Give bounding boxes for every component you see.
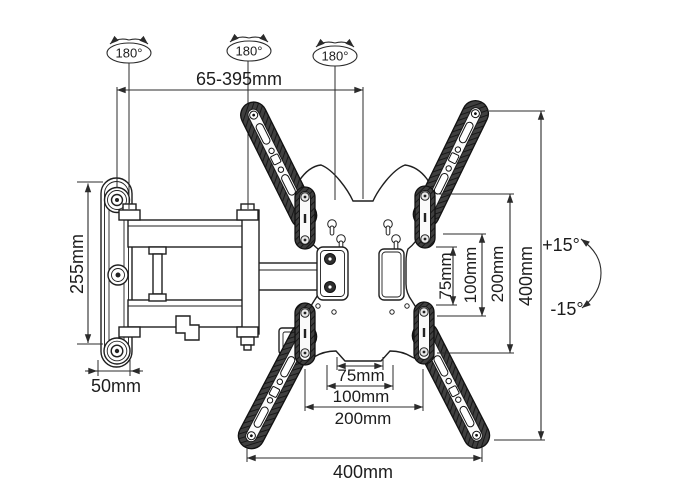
swivel-angle-label-3: 180° bbox=[322, 49, 349, 64]
overall-height-label: 400mm bbox=[516, 246, 536, 306]
tilt-bracket bbox=[316, 246, 349, 301]
swivel-angle-label-2: 180° bbox=[236, 44, 263, 59]
wall-plate-height-label: 255mm bbox=[67, 234, 87, 294]
cable-hook bbox=[175, 315, 200, 341]
plate-window bbox=[378, 248, 405, 301]
vesa-width-100-label: 100mm bbox=[333, 387, 390, 406]
tilt-range-arc bbox=[580, 238, 602, 309]
wall-plate-height-dimension bbox=[77, 181, 103, 345]
vesa-plate bbox=[278, 164, 437, 362]
vesa-width-dimensions bbox=[246, 357, 483, 462]
pivot-housing-lower-left bbox=[294, 302, 316, 366]
overall-width-label: 400mm bbox=[333, 462, 393, 482]
vesa-height-200-label: 200mm bbox=[488, 246, 507, 303]
extension-range-dimension bbox=[116, 86, 364, 199]
pivot-housing-upper-right bbox=[414, 185, 436, 249]
dimension-labels: 180° 180° 180° 65-395mm 255mm 50mm 75mm … bbox=[67, 44, 584, 483]
pivot-housing-lower-right bbox=[413, 301, 435, 365]
vesa-height-75-label: 75mm bbox=[436, 252, 455, 299]
dimension-annotations bbox=[77, 33, 602, 462]
small-holes bbox=[315, 303, 410, 315]
vesa-width-200-label: 200mm bbox=[335, 409, 392, 428]
wall-plate-width-dimension bbox=[85, 360, 143, 376]
rotation-indicator-elbow bbox=[226, 33, 272, 62]
vesa-height-dimensions bbox=[436, 110, 545, 441]
swivel-angle-label-1: 180° bbox=[116, 46, 143, 61]
pivot-housing-upper-left bbox=[294, 186, 316, 250]
rotation-indicator-plate bbox=[312, 38, 358, 67]
wall-plate-width-label: 50mm bbox=[91, 376, 141, 396]
arm-pivot-housings bbox=[294, 185, 436, 366]
vesa-width-75-label: 75mm bbox=[337, 366, 384, 385]
articulating-arm bbox=[118, 203, 323, 351]
wall-plate bbox=[100, 177, 133, 368]
extension-range-label: 65-395mm bbox=[196, 69, 282, 89]
tilt-down-label: -15° bbox=[550, 299, 583, 319]
wall-plate-bottom-pivot bbox=[103, 337, 131, 365]
tilt-up-label: +15° bbox=[542, 235, 580, 255]
vesa-height-100-label: 100mm bbox=[461, 247, 480, 304]
wall-plate-middle-screw bbox=[107, 264, 129, 286]
rotation-indicator-wall bbox=[106, 35, 152, 64]
